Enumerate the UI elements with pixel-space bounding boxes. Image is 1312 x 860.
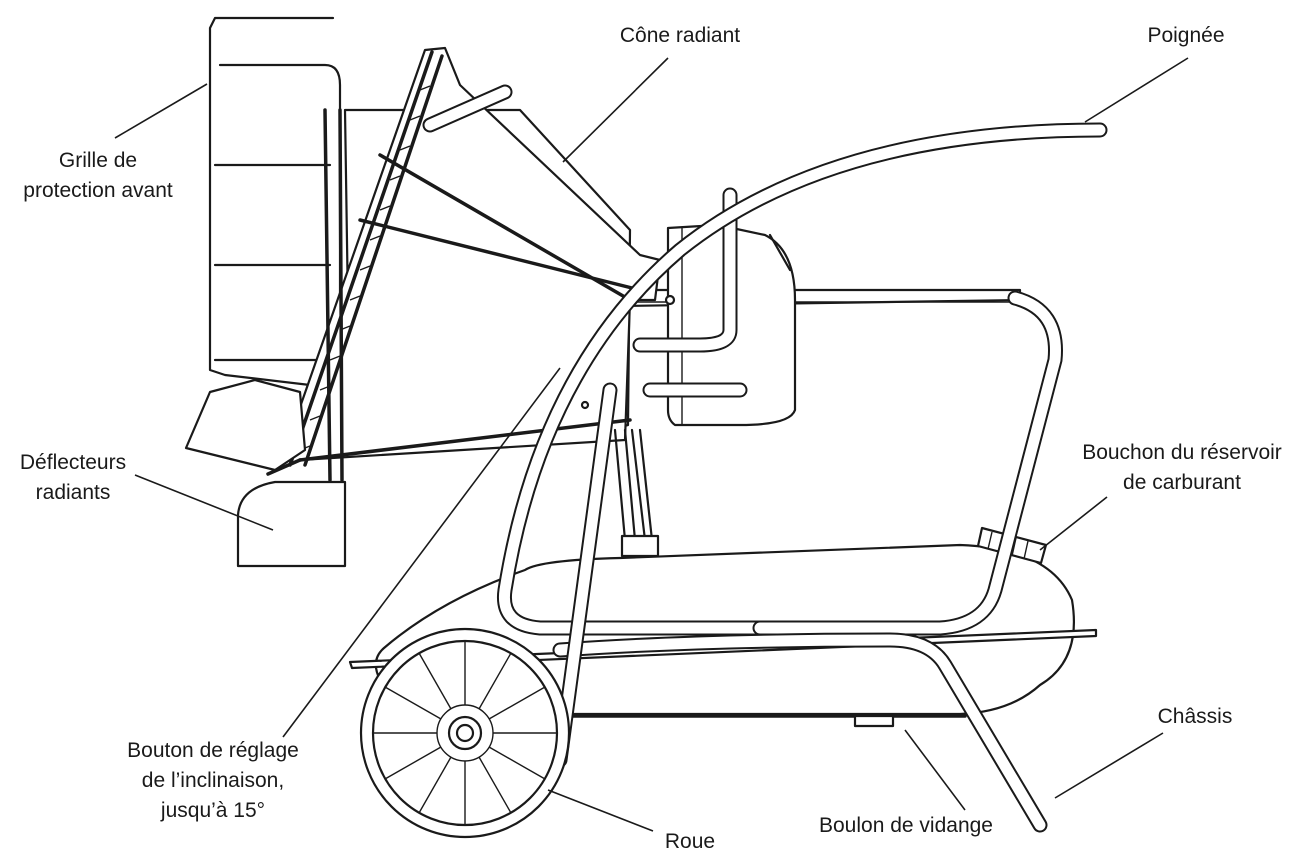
- label-bouton-line3: jusqu’à 15°: [160, 799, 265, 822]
- leader-boulon: [904, 729, 966, 811]
- drain-bolt: [853, 714, 895, 728]
- leader-grille: [114, 83, 208, 139]
- label-grille-line2: protection avant: [23, 179, 173, 202]
- deflector-upper: [184, 378, 307, 472]
- label-boulon: Boulon de vidange: [819, 814, 993, 837]
- wheel: [359, 627, 571, 839]
- leader-chassis: [1054, 732, 1164, 799]
- label-deflecteurs-line1: Déflecteurs: [20, 451, 126, 474]
- leader-lines: [114, 57, 1189, 832]
- heater-drawing: [184, 16, 1108, 839]
- deflector-lower: [236, 480, 347, 568]
- leader-bouton: [282, 367, 561, 738]
- fuel-hoses: [613, 428, 660, 558]
- radiant-cone: [276, 46, 662, 482]
- leader-deflecteurs: [134, 474, 274, 531]
- label-deflecteurs-line2: radiants: [36, 481, 111, 504]
- label-bouton-line1: Bouton de réglage: [127, 739, 299, 762]
- label-chassis: Châssis: [1158, 705, 1233, 728]
- label-bouchon-line1: Bouchon du réservoir: [1082, 441, 1282, 464]
- label-roue: Roue: [665, 830, 715, 853]
- label-poignee: Poignée: [1147, 24, 1224, 47]
- motor-bracket: [768, 233, 792, 272]
- label-grille-line1: Grille de: [59, 149, 137, 172]
- label-bouchon-line2: de carburant: [1123, 471, 1241, 494]
- leader-cone: [562, 57, 669, 163]
- leader-poignee: [1084, 57, 1189, 123]
- callout-labels: Grille de protection avant Cône radiant …: [20, 24, 1282, 853]
- deflector-bracket: [266, 458, 302, 476]
- label-bouton-line2: de l’inclinaison,: [142, 769, 284, 792]
- leader-bouchon: [1039, 496, 1108, 551]
- front-grille: [208, 16, 342, 387]
- label-cone: Cône radiant: [620, 24, 740, 47]
- leader-roue: [547, 789, 654, 832]
